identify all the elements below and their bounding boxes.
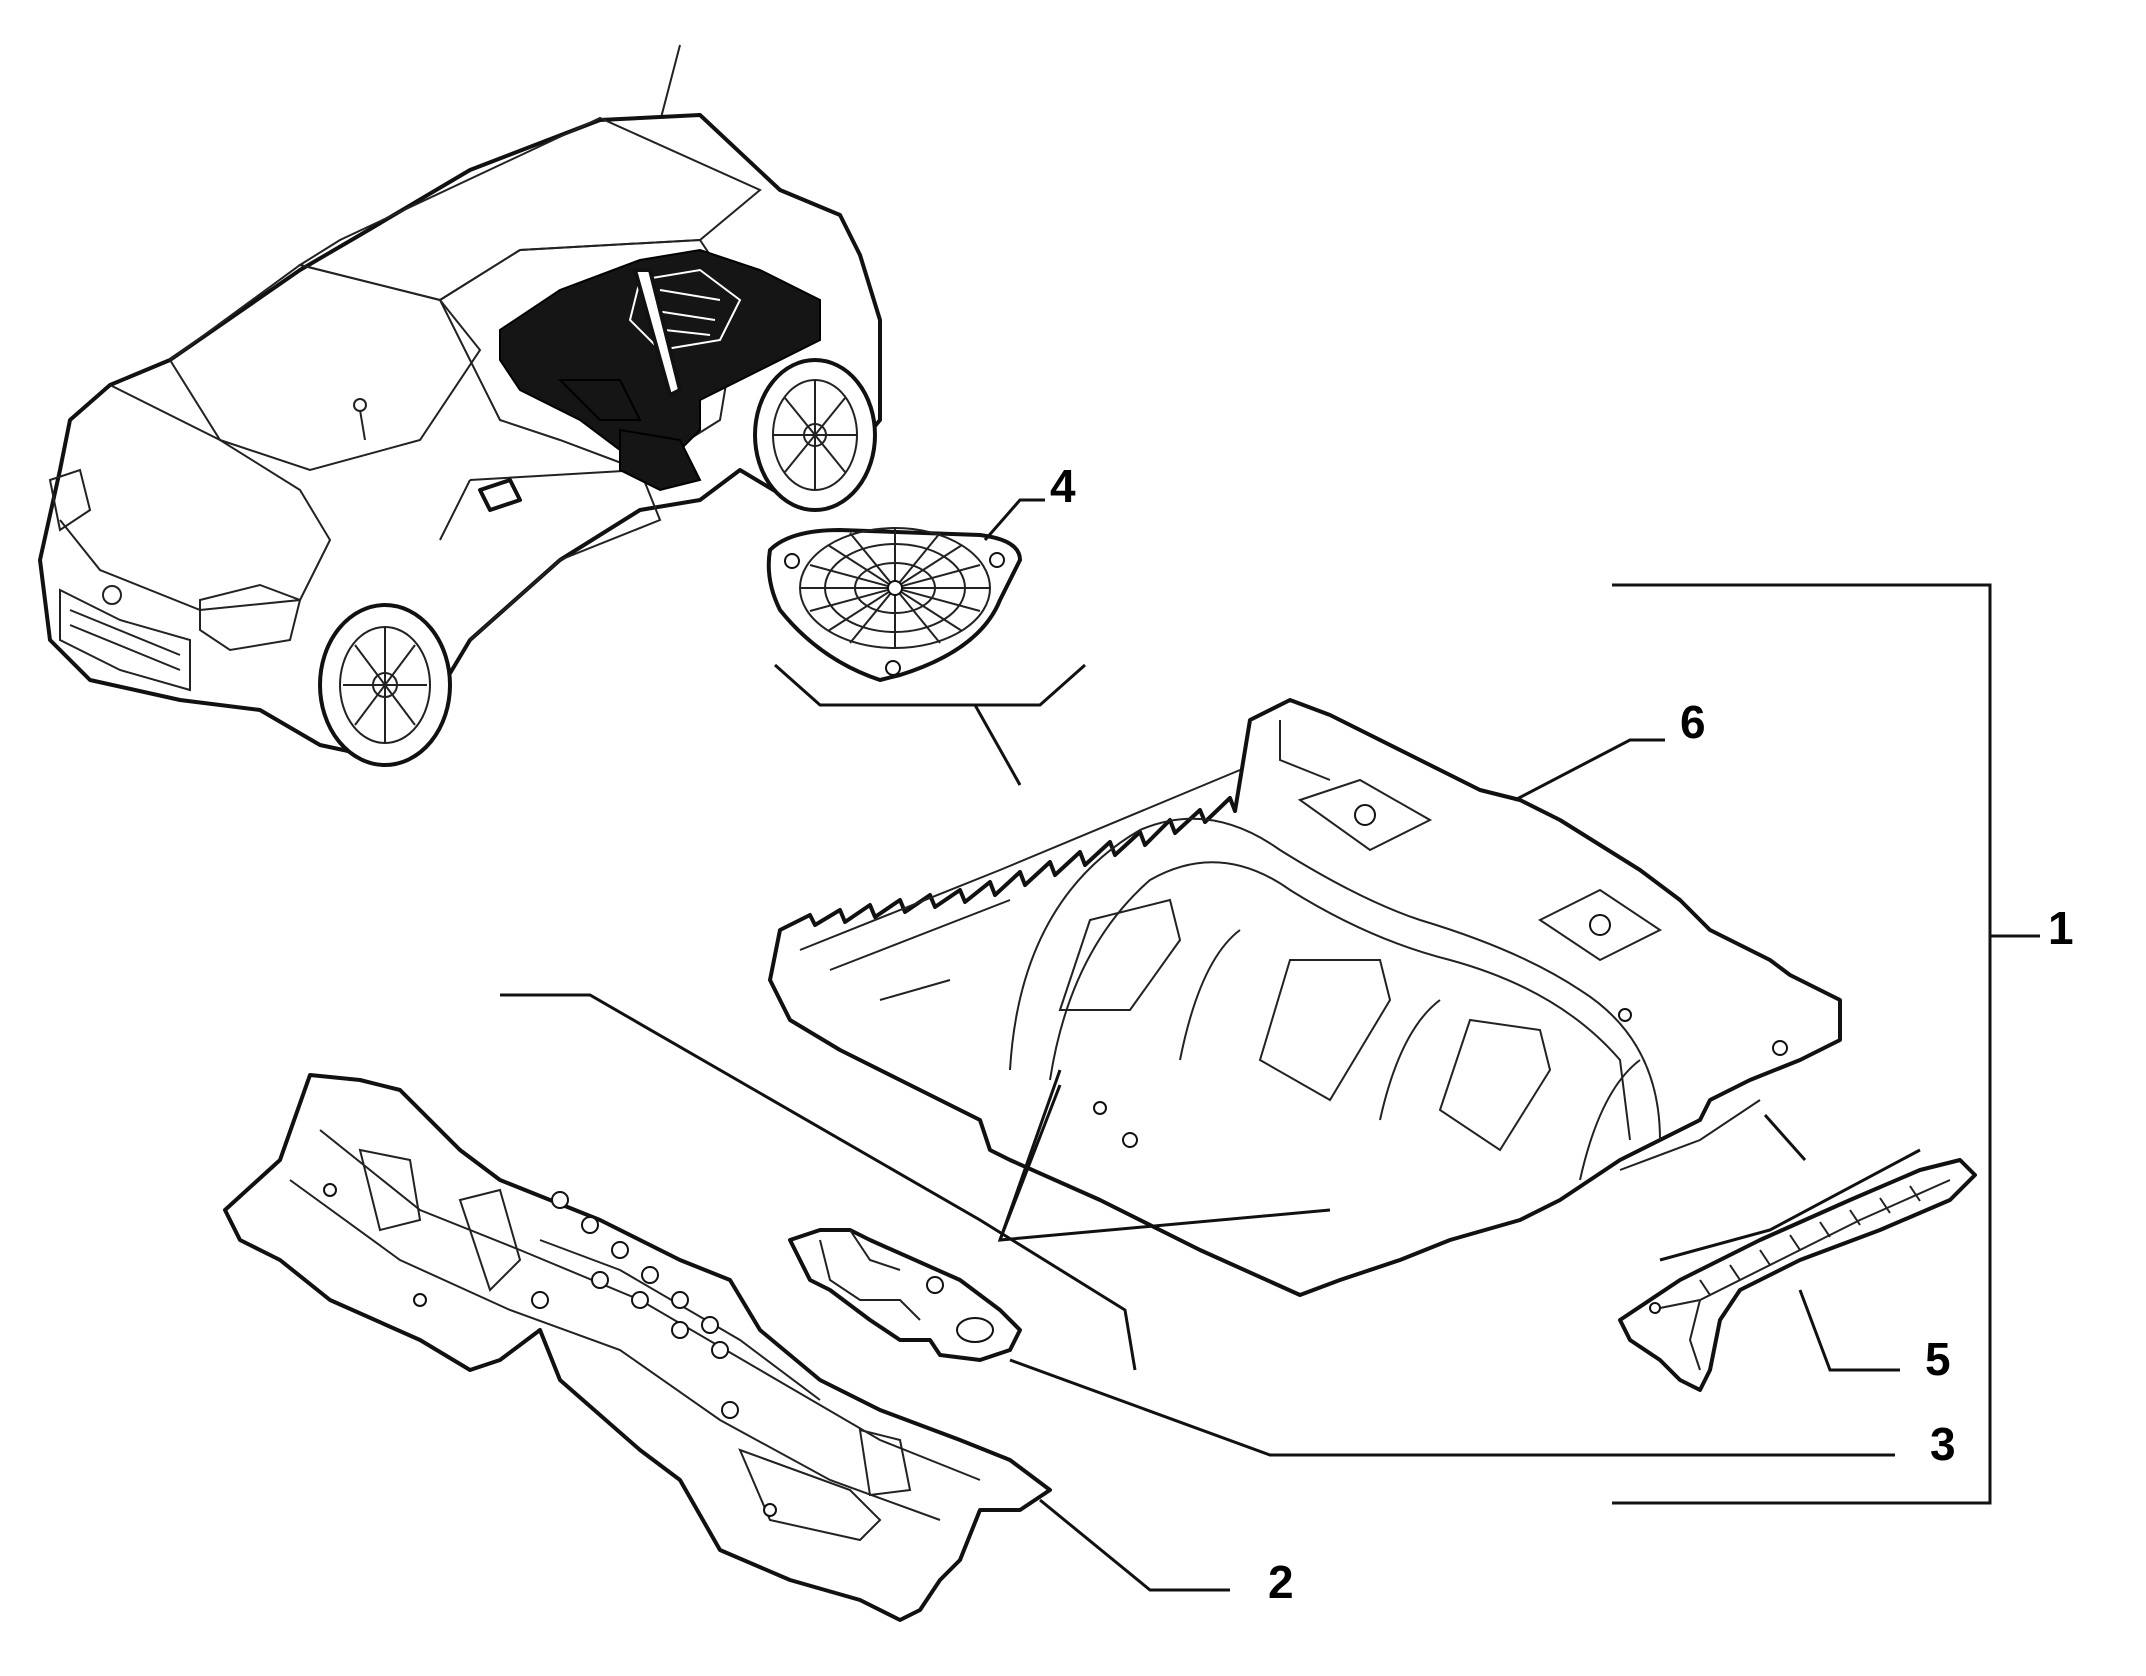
leader-2 <box>1039 1498 1230 1592</box>
part-2-crossmember <box>223 1073 1052 1622</box>
assembly-line-a <box>500 993 1137 1371</box>
callout-5: 5 <box>1925 1333 1951 1385</box>
leader-6 <box>1514 738 1665 802</box>
group-stem-4 <box>973 704 1022 786</box>
assembly-line-c <box>998 1084 1062 1241</box>
leader-3 <box>1009 1358 1895 1457</box>
assembly-line-e <box>1763 1114 1807 1161</box>
part-6-rear-floor-pan <box>768 698 1842 1297</box>
leader-5 <box>1798 1289 1900 1372</box>
group-line-4 <box>774 663 1086 707</box>
callout-2: 2 <box>1268 1556 1294 1608</box>
car-overview <box>38 44 882 767</box>
callout-6: 6 <box>1680 696 1706 748</box>
callout-3: 3 <box>1930 1418 1956 1470</box>
leader-lines <box>500 498 2040 1592</box>
callout-1: 1 <box>2048 902 2074 954</box>
bracket-1 <box>1612 583 1992 1505</box>
callout-4: 4 <box>1050 460 1076 512</box>
leader-4 <box>983 498 1045 541</box>
part-3-bracket <box>788 1228 1022 1362</box>
assembly-line-d <box>1659 1148 1921 1262</box>
part-4-cover-plate <box>766 527 1022 682</box>
part-5-rail <box>1618 1158 1977 1392</box>
